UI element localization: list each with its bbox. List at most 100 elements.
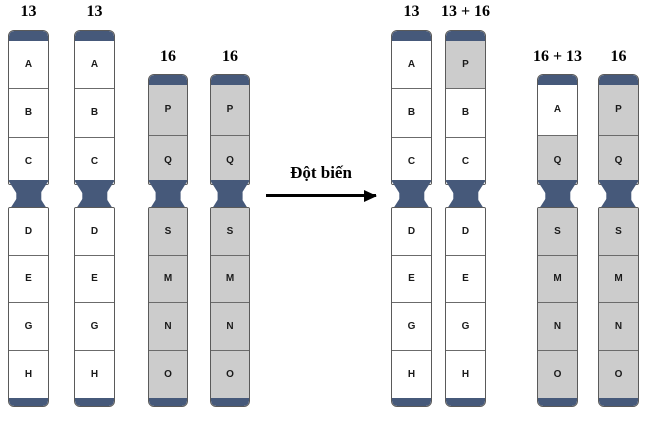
band-label: O bbox=[614, 368, 623, 380]
chromosome-label: 16 bbox=[160, 48, 176, 65]
band-label: H bbox=[24, 368, 33, 380]
chromosome-band: O bbox=[149, 350, 187, 398]
chromosome-band: D bbox=[392, 208, 431, 256]
chromosome-band: G bbox=[392, 303, 431, 351]
chromosome-band: S bbox=[211, 208, 249, 256]
chromosome-band: B bbox=[446, 89, 485, 138]
chromosome-band: B bbox=[9, 89, 48, 138]
chromosome-band: C bbox=[392, 137, 431, 184]
chromosome-label: 13 + 16 bbox=[440, 3, 491, 20]
chromosome-band: O bbox=[538, 350, 577, 398]
band-label: A bbox=[90, 59, 99, 71]
band-label: D bbox=[90, 225, 99, 237]
band-label: H bbox=[407, 368, 416, 380]
band-label: E bbox=[91, 273, 98, 285]
band-label: P bbox=[462, 59, 469, 71]
chromosome-band: S bbox=[599, 208, 638, 256]
telomere-cap bbox=[392, 396, 431, 406]
chromosome-band: B bbox=[392, 89, 431, 138]
chromosome-band: C bbox=[75, 137, 114, 184]
band-label: G bbox=[407, 320, 416, 332]
chromosome-band: P bbox=[149, 85, 187, 136]
chromosome-band: E bbox=[392, 255, 431, 303]
chromosome-label: 16 + 13 bbox=[532, 48, 583, 65]
telomere-cap bbox=[446, 31, 485, 41]
chromosome-band: N bbox=[149, 303, 187, 351]
band-label: Q bbox=[614, 155, 623, 167]
chromosome-band: D bbox=[9, 208, 48, 256]
chromosome-band: E bbox=[446, 255, 485, 303]
telomere-cap bbox=[599, 75, 638, 85]
band-label: C bbox=[461, 156, 470, 168]
chromosome-label: 13 bbox=[20, 3, 37, 20]
chromosome-lower-arm: S M N O bbox=[598, 207, 639, 407]
chromosome-band: D bbox=[446, 208, 485, 256]
chromosome-band: S bbox=[149, 208, 187, 256]
chromosome-band: Q bbox=[211, 135, 249, 184]
band-label: H bbox=[90, 368, 99, 380]
chromosome-band: M bbox=[538, 255, 577, 303]
band-label: P bbox=[615, 104, 622, 116]
band-label: H bbox=[461, 368, 470, 380]
chromosome-band: C bbox=[9, 137, 48, 184]
band-label: M bbox=[225, 273, 235, 285]
band-label: S bbox=[554, 225, 561, 237]
chromosome-band: P bbox=[211, 85, 249, 136]
band-label: G bbox=[24, 320, 33, 332]
band-label: Q bbox=[226, 155, 234, 167]
band-label: D bbox=[24, 225, 33, 237]
band-label: M bbox=[553, 273, 562, 285]
chromosome-band: N bbox=[599, 303, 638, 351]
telomere-cap bbox=[149, 75, 187, 85]
chromosome-band: M bbox=[599, 255, 638, 303]
chromosome-band: P bbox=[599, 85, 638, 136]
band-label: O bbox=[226, 368, 234, 380]
band-label: D bbox=[461, 225, 470, 237]
chromosome-upper-arm: P B C bbox=[445, 30, 486, 185]
band-label: Q bbox=[553, 155, 562, 167]
band-label: O bbox=[553, 368, 562, 380]
band-label: N bbox=[226, 320, 234, 332]
telomere-cap bbox=[446, 396, 485, 406]
telomere-cap bbox=[599, 396, 638, 406]
chromosome-band: M bbox=[211, 255, 249, 303]
band-label: C bbox=[90, 156, 99, 168]
chromosome-lower-arm: D E G H bbox=[8, 207, 49, 407]
chromosome-band: A bbox=[75, 41, 114, 90]
band-label: P bbox=[226, 104, 234, 116]
band-label: M bbox=[614, 273, 623, 285]
chromosome-band: G bbox=[9, 303, 48, 351]
telomere-cap bbox=[9, 396, 48, 406]
arrow-line bbox=[266, 194, 376, 197]
band-label: C bbox=[24, 156, 33, 168]
chromosome-band: O bbox=[599, 350, 638, 398]
chromosome-band: A bbox=[392, 41, 431, 90]
chromosome-band: H bbox=[392, 350, 431, 398]
chromosome-band: Q bbox=[538, 135, 577, 184]
band-label: O bbox=[164, 368, 172, 380]
chromosome-label: 13 bbox=[86, 3, 103, 20]
band-label: E bbox=[25, 273, 32, 285]
telomere-cap bbox=[9, 31, 48, 41]
chromosome-band: O bbox=[211, 350, 249, 398]
telomere-cap bbox=[211, 75, 249, 85]
telomere-cap bbox=[75, 31, 114, 41]
band-label: Q bbox=[164, 155, 172, 167]
chromosome-band: H bbox=[446, 350, 485, 398]
